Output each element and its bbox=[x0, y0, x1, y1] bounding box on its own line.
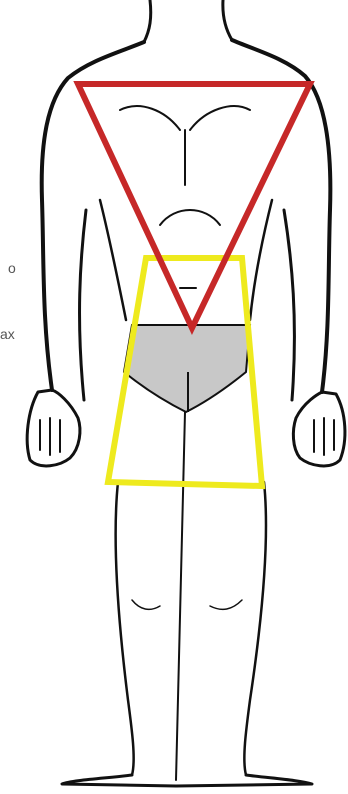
shoulder-left bbox=[42, 42, 144, 390]
arm-inner-right bbox=[284, 210, 294, 400]
foot-left bbox=[62, 775, 176, 786]
neck-left bbox=[144, 0, 151, 42]
arm-inner-left bbox=[80, 210, 86, 400]
hand-right-fingers bbox=[314, 418, 334, 455]
abdomen-arc bbox=[160, 210, 220, 225]
torso-inverted-triangle-shape bbox=[78, 84, 310, 328]
foot-right bbox=[176, 775, 312, 786]
knee-right bbox=[210, 600, 242, 609]
leg-center-line bbox=[176, 412, 185, 780]
leg-outer-right bbox=[244, 482, 266, 775]
torso-side-right bbox=[250, 200, 272, 320]
chest-right bbox=[190, 106, 250, 130]
chest-left bbox=[120, 106, 180, 130]
hand-left-fingers bbox=[40, 418, 60, 455]
leg-outer-left bbox=[116, 482, 134, 775]
knee-left bbox=[132, 600, 160, 609]
neck-right bbox=[223, 0, 232, 40]
hand-left bbox=[27, 390, 80, 466]
torso-side-left bbox=[100, 200, 126, 320]
text-fragment-upper: o bbox=[8, 260, 16, 276]
hand-right bbox=[293, 392, 345, 466]
text-fragment-lower: ax bbox=[0, 326, 15, 342]
